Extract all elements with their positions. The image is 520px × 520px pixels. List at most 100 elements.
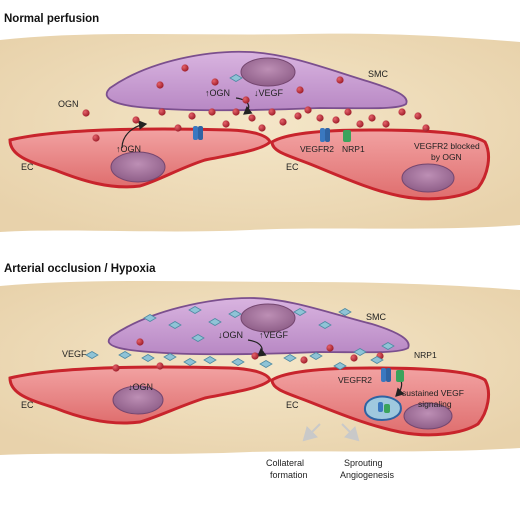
ogn-dot xyxy=(422,124,430,132)
ogn-dot xyxy=(136,338,144,346)
ogn-dot xyxy=(368,114,376,122)
smc-ogn-up-label-top: ↑OGN xyxy=(205,88,230,98)
ogn-dot xyxy=(414,112,422,120)
ec-nucleus-right-bottom xyxy=(403,402,453,430)
ogn-dot xyxy=(300,356,308,364)
ogn-dots-bottom xyxy=(112,338,384,372)
smc-vegf-up-label-bottom: ↑VEGF xyxy=(259,330,289,340)
vegf-diamond xyxy=(293,308,307,316)
collateral-label-line2: formation xyxy=(270,470,308,480)
ogn-dot xyxy=(222,120,230,128)
smc-label-bottom: SMC xyxy=(366,312,387,322)
ogn-dot xyxy=(181,64,189,72)
vegf-diamond xyxy=(309,352,323,360)
ogn-dot xyxy=(158,108,166,116)
smc-nucleus-top xyxy=(240,57,296,87)
ec-ogn-down-label-bottom: ↓OGN xyxy=(128,382,153,392)
ogn-dot xyxy=(279,118,287,126)
ogn-dots-top xyxy=(82,64,430,142)
smc-vegf-down-label-top: ↓VEGF xyxy=(254,88,284,98)
nrp1-receptor-bottom xyxy=(396,370,404,382)
vegf-diamond xyxy=(283,354,297,362)
curved-arrow-icon xyxy=(247,339,267,357)
sustained-label-line1: sustained VEGF xyxy=(402,388,464,398)
panel-arterial-occlusion: Arterial occlusion / Hypoxia SMC EC EC V… xyxy=(0,263,520,480)
ec-label-left-bottom: EC xyxy=(21,400,34,410)
nrp1-receptor-internalized xyxy=(384,404,390,413)
vegfr2-receptor-bottom xyxy=(381,368,391,382)
vegf-diamond xyxy=(85,351,99,359)
curved-arrow-icon xyxy=(235,97,253,115)
panel-title-occlusion: Arterial occlusion / Hypoxia xyxy=(4,263,156,275)
ogn-dot xyxy=(356,120,364,128)
ogn-dot xyxy=(316,114,324,122)
vegf-diamond xyxy=(203,356,217,364)
vegf-diamond xyxy=(231,358,245,366)
ogn-dot xyxy=(112,364,120,372)
vegf-diamonds-bottom xyxy=(85,306,395,370)
ogn-dot xyxy=(208,108,216,116)
smc-ogn-down-label-bottom: ↓OGN xyxy=(218,330,243,340)
ogn-dot xyxy=(156,81,164,89)
ec-nucleus-right-top xyxy=(401,163,455,193)
vegf-diamond xyxy=(168,321,182,329)
ogn-dot xyxy=(382,120,390,128)
ogn-dot xyxy=(336,76,344,84)
vegf-diamond xyxy=(183,358,197,366)
ogn-dot xyxy=(344,108,352,116)
vegfr2-receptor-internalized xyxy=(378,402,383,412)
vegf-diamond xyxy=(333,362,347,370)
blocked-label-line2: by OGN xyxy=(431,152,462,162)
panel-title-normal: Normal perfusion xyxy=(4,13,99,25)
ogn-dot xyxy=(304,106,312,114)
ogn-dot xyxy=(258,124,266,132)
vegf-diamond xyxy=(381,342,395,350)
ogn-dot xyxy=(82,109,90,117)
ec-label-right-top: EC xyxy=(286,162,299,172)
arrow-icon xyxy=(302,423,321,442)
ogn-label-top: OGN xyxy=(58,99,79,109)
panel-normal-perfusion: Normal perfusion SMC EC EC OGN ↑OGN ↓VEG… xyxy=(0,13,520,233)
ogn-dot xyxy=(332,116,340,124)
ogn-dot xyxy=(188,112,196,120)
smc-nucleus-bottom xyxy=(240,303,296,333)
ogn-dot xyxy=(211,78,219,86)
vegfr2-receptor-top-right xyxy=(320,128,330,142)
vegf-diamond xyxy=(229,74,243,82)
ogn-dot xyxy=(156,362,164,370)
ec-label-left-top: EC xyxy=(21,162,34,172)
nrp1-receptor-top xyxy=(343,130,351,142)
vegf-diamond xyxy=(318,321,332,329)
arrow-icon xyxy=(341,423,360,442)
vegf-diamond xyxy=(163,353,177,361)
vegf-diamonds-top xyxy=(229,74,243,82)
vegf-diamond xyxy=(188,306,202,314)
ec-nucleus-left-bottom xyxy=(112,385,164,415)
ogn-dot xyxy=(398,108,406,116)
vegf-diamond xyxy=(141,354,155,362)
vegf-diamond xyxy=(143,314,157,322)
collateral-label-line1: Collateral xyxy=(266,458,304,468)
sustained-label-line2: signaling xyxy=(418,399,452,409)
ogn-dot xyxy=(242,96,250,104)
vegf-label-bottom: VEGF xyxy=(62,349,87,359)
ec-label-right-bottom: EC xyxy=(286,400,299,410)
vegf-diamond xyxy=(228,310,242,318)
ogn-dot xyxy=(132,116,140,124)
ogn-dot xyxy=(268,108,276,116)
ogn-dot xyxy=(326,344,334,352)
smc-label-top: SMC xyxy=(368,69,389,79)
ogn-dot xyxy=(296,86,304,94)
ogn-dot xyxy=(232,108,240,116)
vegfr2-receptor-top-left xyxy=(193,126,203,140)
nrp1-label-bottom: NRP1 xyxy=(414,350,437,360)
ogn-dot xyxy=(248,114,256,122)
curved-arrow-icon xyxy=(121,120,148,149)
ogn-dot xyxy=(350,354,358,362)
blocked-label-line1: VEGFR2 blocked xyxy=(414,141,480,151)
vegfr2-label-bottom: VEGFR2 xyxy=(338,375,372,385)
ogn-dot xyxy=(251,352,259,360)
vegf-diamond xyxy=(118,351,132,359)
vegf-diamond xyxy=(191,334,205,342)
vegf-diamond xyxy=(370,356,384,364)
